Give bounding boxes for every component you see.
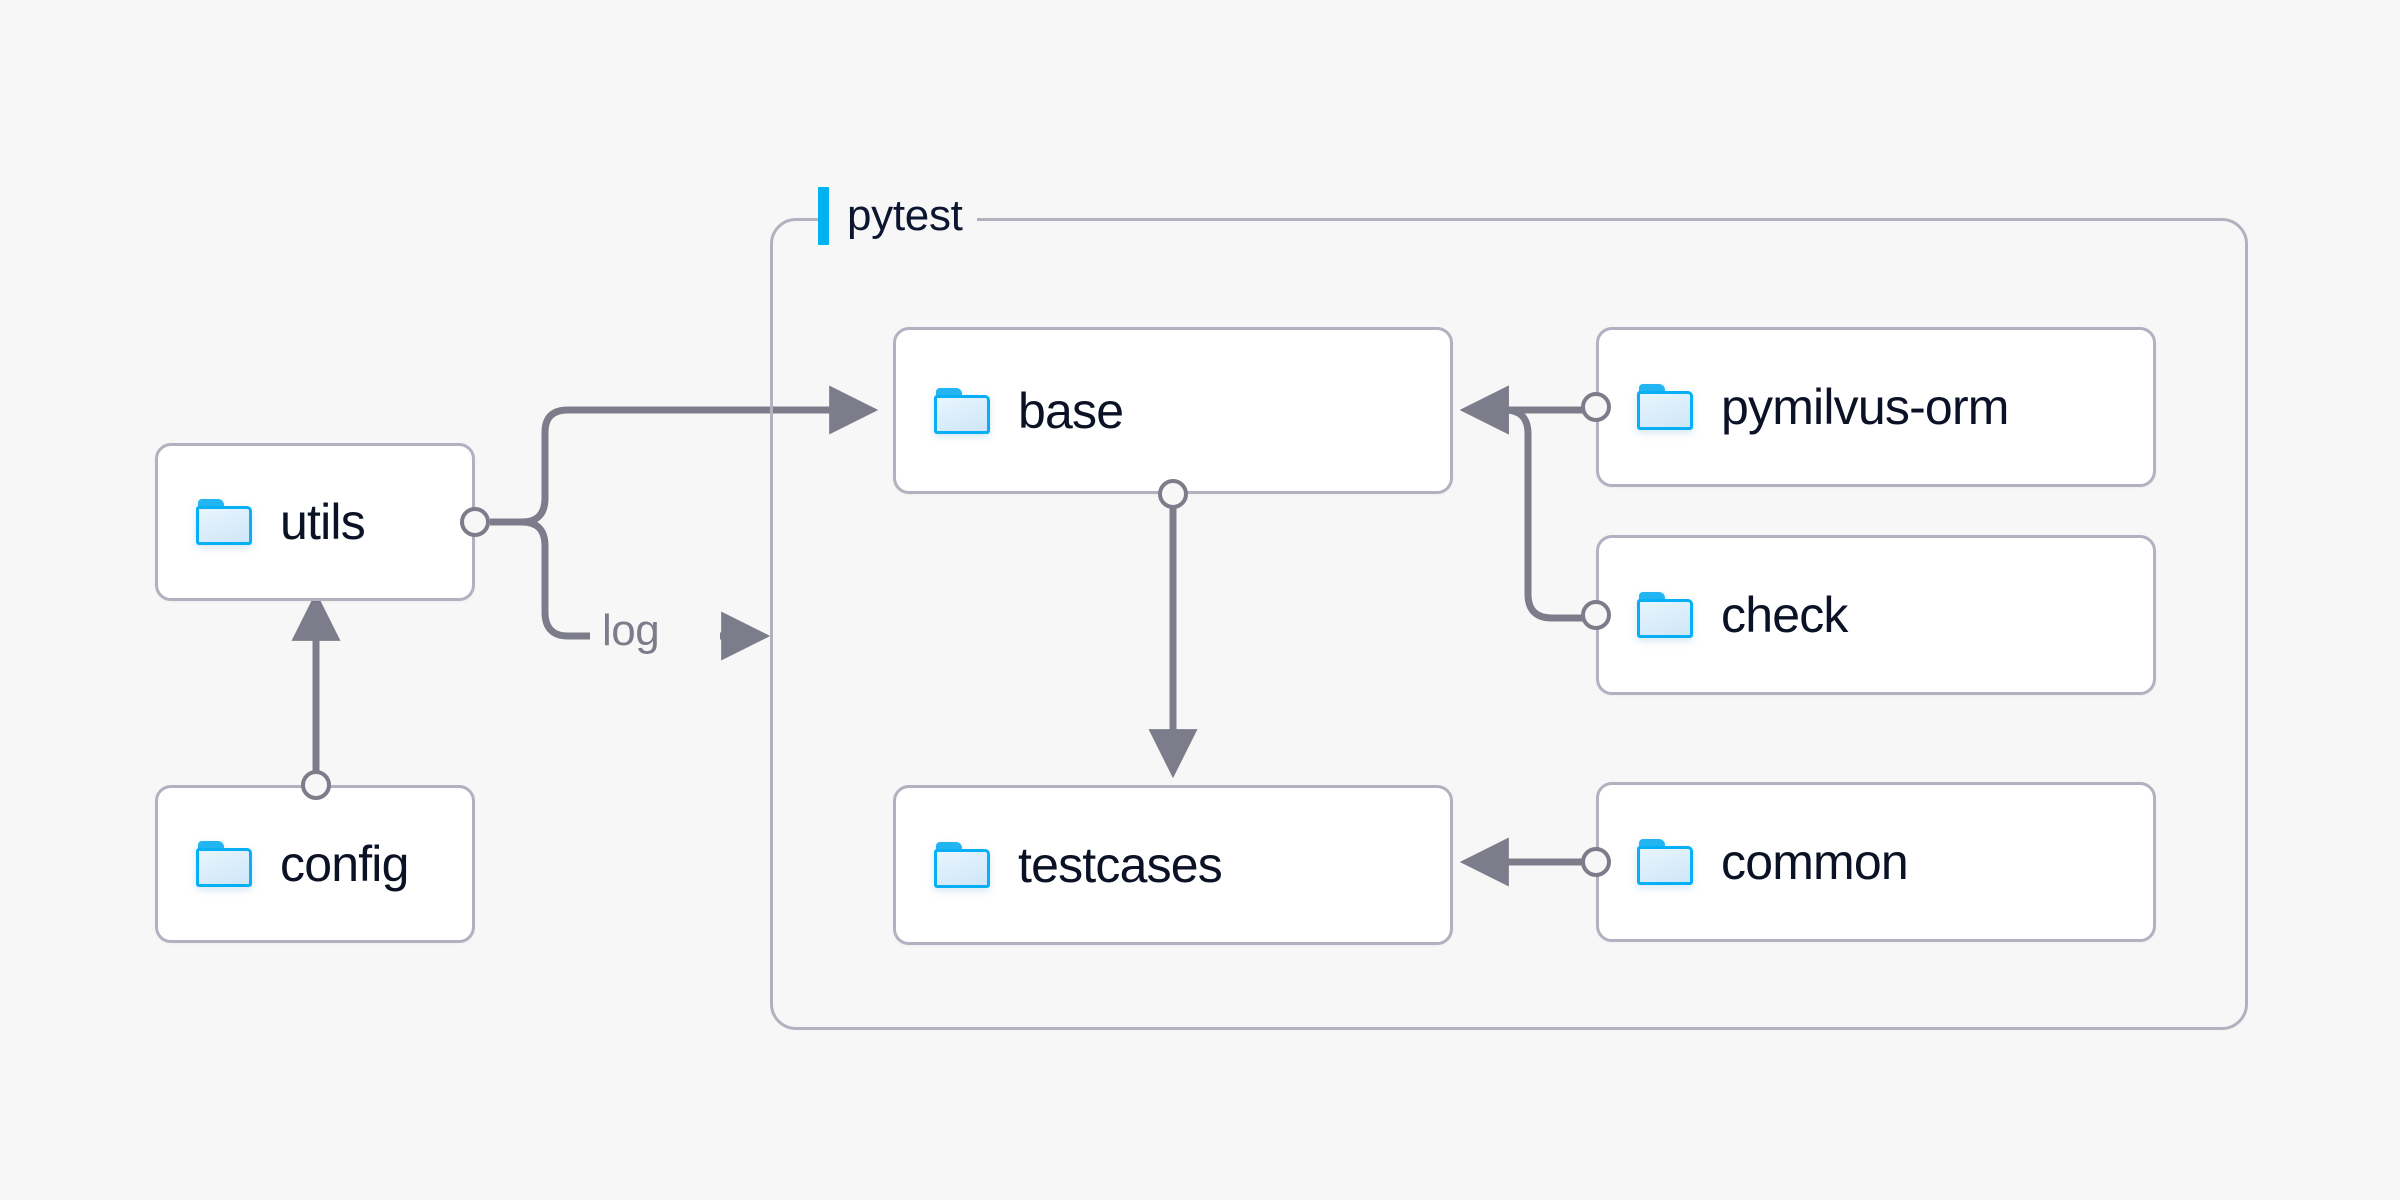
port-config-top[interactable]	[301, 770, 331, 800]
edge-utils-to-log	[490, 518, 590, 640]
node-pymilvus-orm[interactable]: pymilvus-orm	[1596, 327, 2156, 487]
port-utils-right[interactable]	[460, 507, 490, 537]
node-testcases-label: testcases	[1018, 837, 1223, 893]
edge-check-to-base	[1459, 385, 1585, 622]
node-check-label: check	[1721, 587, 1848, 643]
folder-icon	[1637, 384, 1693, 430]
folder-icon	[934, 387, 990, 434]
port-pymilvus-orm-left[interactable]	[1581, 392, 1611, 422]
node-testcases[interactable]: testcases	[893, 785, 1453, 945]
port-common-left[interactable]	[1581, 847, 1611, 877]
node-utils[interactable]: utils	[155, 443, 475, 601]
port-base-bottom[interactable]	[1158, 479, 1188, 509]
node-check[interactable]: check	[1596, 535, 2156, 695]
folder-icon	[1637, 592, 1693, 638]
folder-icon	[1637, 839, 1693, 885]
folder-icon	[196, 499, 252, 545]
edge-label-log: log	[602, 606, 660, 655]
node-base[interactable]: base	[893, 327, 1453, 494]
group-title: pytest	[847, 191, 963, 240]
node-config-label: config	[280, 836, 409, 892]
node-base-label: base	[1018, 382, 1124, 439]
node-config[interactable]: config	[155, 785, 475, 943]
folder-icon	[196, 841, 252, 887]
node-utils-label: utils	[280, 494, 366, 550]
group-pytest	[770, 218, 2248, 1030]
folder-icon	[934, 842, 990, 888]
group-pytest-label: pytest	[818, 185, 977, 247]
node-common[interactable]: common	[1596, 782, 2156, 942]
node-pymilvus-orm-label: pymilvus-orm	[1721, 379, 2009, 435]
port-check-left[interactable]	[1581, 600, 1611, 630]
node-common-label: common	[1721, 834, 1909, 890]
group-accent-bar	[818, 187, 829, 245]
